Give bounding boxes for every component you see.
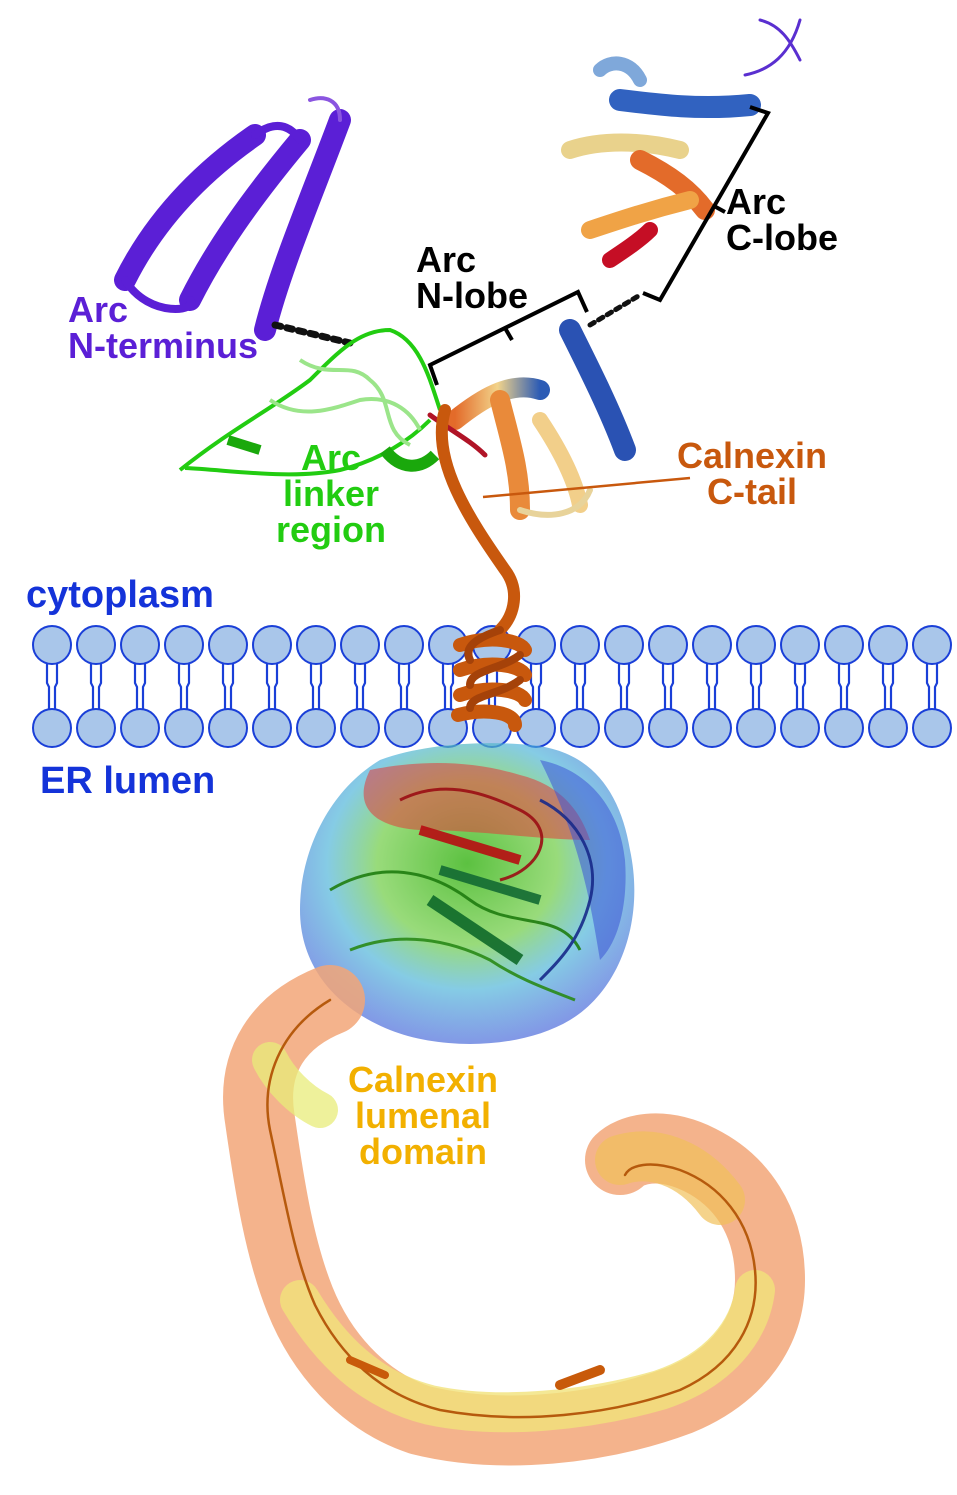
lipid-tails <box>751 664 761 709</box>
lipid-tails <box>355 664 365 709</box>
label-cytoplasm: cytoplasm <box>26 577 214 613</box>
lipid-head-outer <box>649 626 687 664</box>
label-arc-linker-line3: region <box>266 512 396 548</box>
lipid-tails <box>619 664 629 709</box>
label-calnexin-c-tail-line1: Calnexin <box>672 438 832 474</box>
lipid-tails <box>883 664 893 709</box>
lipid-head-outer <box>77 626 115 664</box>
label-calnexin-lumenal-line1: Calnexin <box>338 1062 508 1098</box>
label-calnexin-c-tail: Calnexin C-tail <box>672 438 832 510</box>
lipid-head-inner <box>605 709 643 747</box>
lipid-head-outer <box>913 626 951 664</box>
lipid-head-inner <box>33 709 71 747</box>
label-calnexin-lumenal-line3: domain <box>338 1134 508 1170</box>
label-arc-n-lobe-line1: Arc <box>416 242 528 278</box>
label-arc-linker-line2: linker <box>266 476 396 512</box>
label-arc-n-terminus: Arc N-terminus <box>68 292 258 364</box>
label-arc-n-lobe-line2: N-lobe <box>416 278 528 314</box>
lipid-tails <box>91 664 101 709</box>
lipid-head-outer <box>693 626 731 664</box>
lipid-tails <box>531 664 541 709</box>
lipid-head-outer <box>121 626 159 664</box>
lipid-tails <box>575 664 585 709</box>
lipid-head-inner <box>297 709 335 747</box>
lipid-head-inner <box>649 709 687 747</box>
lipid-head-inner <box>869 709 907 747</box>
lipid-head-outer <box>33 626 71 664</box>
lipid-tails <box>443 664 453 709</box>
lipid-head-inner <box>165 709 203 747</box>
lipid-tails <box>663 664 673 709</box>
lipid-head-inner <box>209 709 247 747</box>
lipid-tails <box>399 664 409 709</box>
lipid-tails <box>135 664 145 709</box>
lipid-tails <box>223 664 233 709</box>
lipid-head-outer <box>869 626 907 664</box>
lipid-tails <box>707 664 717 709</box>
lipid-head-inner <box>781 709 819 747</box>
lipid-tails <box>311 664 321 709</box>
label-er-lumen: ER lumen <box>40 763 215 799</box>
lipid-head-inner <box>341 709 379 747</box>
label-arc-n-lobe: Arc N-lobe <box>416 242 528 314</box>
lipid-head-inner <box>77 709 115 747</box>
lipid-head-outer <box>781 626 819 664</box>
lipid-head-inner <box>121 709 159 747</box>
label-arc-n-terminus-line1: Arc <box>68 292 258 328</box>
lipid-tails <box>267 664 277 709</box>
label-arc-linker-line1: Arc <box>266 440 396 476</box>
lipid-tails <box>179 664 189 709</box>
lipid-head-inner <box>385 709 423 747</box>
label-arc-c-lobe-line2: C-lobe <box>726 220 838 256</box>
label-arc-c-lobe: Arc C-lobe <box>726 184 838 256</box>
lipid-head-outer <box>297 626 335 664</box>
label-arc-c-lobe-line1: Arc <box>726 184 838 220</box>
calnexin-lumenal-arm <box>258 1000 770 1430</box>
lipid-head-outer <box>385 626 423 664</box>
lipid-head-outer <box>209 626 247 664</box>
lipid-head-outer <box>165 626 203 664</box>
label-calnexin-lumenal-domain: Calnexin lumenal domain <box>338 1062 508 1170</box>
lipid-head-inner <box>737 709 775 747</box>
lipid-head-inner <box>517 709 555 747</box>
lipid-head-inner <box>913 709 951 747</box>
label-calnexin-c-tail-line2: C-tail <box>672 474 832 510</box>
lipid-tails <box>47 664 57 709</box>
lipid-head-inner <box>693 709 731 747</box>
lipid-head-inner <box>253 709 291 747</box>
label-calnexin-lumenal-line2: lumenal <box>338 1098 508 1134</box>
lipid-tails <box>839 664 849 709</box>
label-arc-linker-region: Arc linker region <box>266 440 396 548</box>
lipid-tails <box>795 664 805 709</box>
lipid-head-outer <box>605 626 643 664</box>
lipid-head-inner <box>825 709 863 747</box>
lipid-head-outer <box>737 626 775 664</box>
lipid-tails <box>927 664 937 709</box>
lipid-head-inner <box>561 709 599 747</box>
lipid-head-outer <box>825 626 863 664</box>
lipid-head-outer <box>561 626 599 664</box>
arc-n-lobe-structure <box>430 295 640 515</box>
lipid-head-outer <box>341 626 379 664</box>
label-arc-n-terminus-line2: N-terminus <box>68 328 258 364</box>
lipid-head-outer <box>253 626 291 664</box>
